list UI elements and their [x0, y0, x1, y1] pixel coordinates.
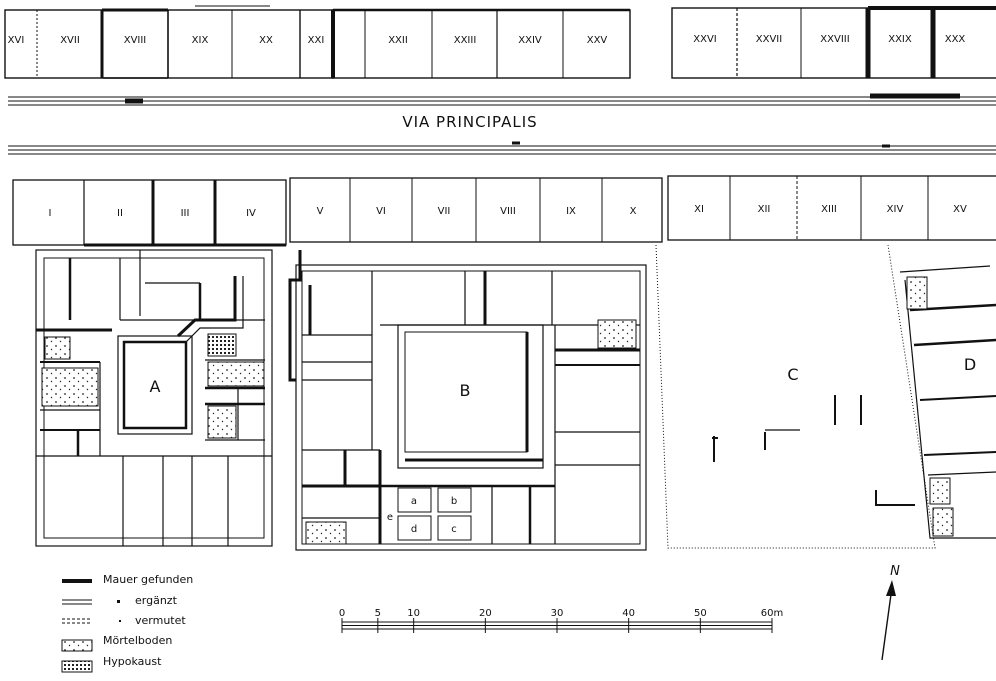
scale-ticks: 0 5 10 20 30 40 50 60m	[339, 608, 783, 633]
barrack-label: XVI	[8, 35, 25, 46]
barrack-label: I	[49, 208, 52, 219]
scale-tick-label: 30	[551, 608, 564, 619]
barracks-row-north	[4, 5, 996, 79]
room-c-label: c	[451, 524, 457, 535]
barrack-label: XX	[259, 35, 273, 46]
barrack-label: IX	[566, 206, 576, 217]
legend-symbols	[61, 579, 121, 673]
room-d-label: d	[411, 524, 417, 535]
barrack-label: IV	[246, 208, 256, 219]
scale-tick-label: 0	[339, 608, 345, 619]
legend-added-label: ergänzt	[135, 594, 177, 607]
barrack-label: XXX	[945, 34, 966, 45]
room-e-label: e	[387, 512, 393, 523]
barrack-label: VII	[438, 206, 451, 217]
barrack-label: II	[117, 208, 123, 219]
barrack-label: VIII	[500, 206, 516, 217]
barrack-label: XVII	[60, 35, 80, 46]
barrack-label: XXVIII	[820, 34, 849, 45]
barrack-label: V	[317, 206, 324, 217]
legend-found-label: Mauer gefunden	[103, 573, 194, 586]
barrack-label: XXIX	[888, 34, 912, 45]
barrack-label: XIV	[887, 204, 904, 215]
building-b	[288, 250, 647, 551]
barrack-label: VI	[376, 206, 386, 217]
building-b-label: B	[460, 381, 471, 400]
scale-tick-label: 10	[407, 608, 420, 619]
barracks-row-south	[12, 175, 996, 247]
scale-tick-label: 50	[694, 608, 707, 619]
barrack-label: XXIII	[454, 35, 477, 46]
scale-tick-label: 5	[375, 608, 381, 619]
barrack-label: XI	[694, 204, 704, 215]
north-label: N	[890, 564, 900, 579]
scale-tick-label: 60m	[761, 608, 783, 619]
barrack-label: XII	[758, 204, 771, 215]
building-a	[35, 249, 273, 547]
building-c	[655, 244, 936, 549]
barrack-label: XXVII	[756, 34, 782, 45]
barrack-label: XXV	[587, 35, 608, 46]
building-a-label: A	[150, 377, 161, 396]
street-label: VIA PRINCIPALIS	[402, 113, 537, 131]
street-edges	[8, 93, 996, 155]
building-d	[899, 265, 996, 539]
barrack-label: XXI	[308, 35, 325, 46]
barrack-label: III	[181, 208, 190, 219]
barrack-label: XV	[953, 204, 967, 215]
scale-tick-label: 40	[622, 608, 635, 619]
room-b-label: b	[451, 496, 457, 507]
barrack-label: XXII	[388, 35, 408, 46]
north-arrow	[881, 580, 896, 661]
room-a-label: a	[411, 496, 417, 507]
barrack-label: XXIV	[518, 35, 542, 46]
legend-hypocaust-label: Hypokaust	[103, 655, 162, 668]
building-d-label: D	[964, 355, 976, 374]
legend-assumed-label: vermutet	[135, 614, 186, 627]
barrack-label: XIX	[192, 35, 209, 46]
building-c-label: C	[787, 365, 798, 384]
barrack-label: XXVI	[693, 34, 717, 45]
barrack-label: XVIII	[124, 35, 147, 46]
barrack-label: X	[630, 206, 637, 217]
barrack-label: XIII	[821, 204, 837, 215]
scale-tick-label: 20	[479, 608, 492, 619]
legend-mortar-label: Mörtelboden	[103, 634, 173, 647]
